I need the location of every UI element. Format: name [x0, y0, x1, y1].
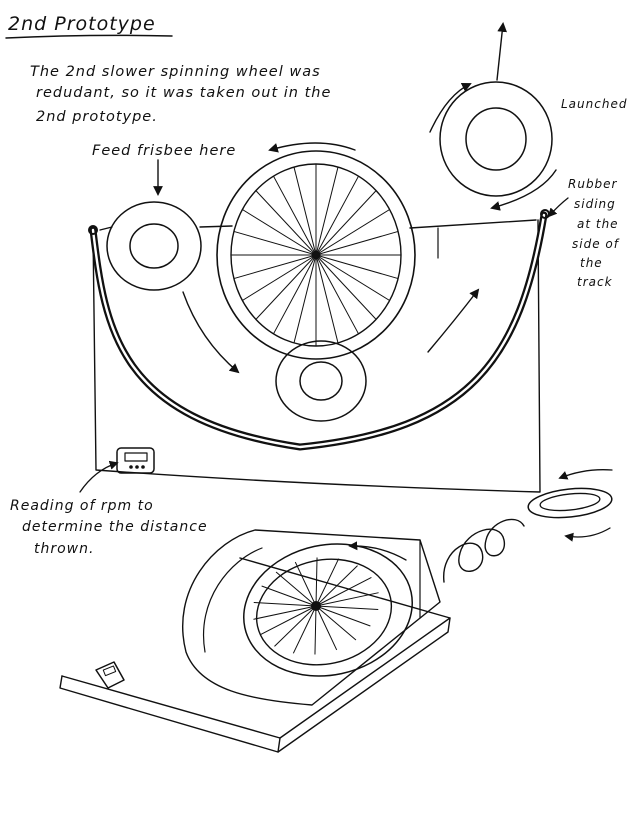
spinning-wheel — [216, 150, 416, 360]
spoke — [255, 254, 317, 320]
spoke — [260, 605, 317, 636]
rubber-track — [88, 209, 550, 451]
rubber-label-4: side of — [572, 237, 620, 251]
spoke — [275, 571, 317, 607]
spoke — [293, 254, 317, 344]
spoke — [315, 558, 340, 607]
reading-label-1: Reading of rpm to — [10, 498, 154, 514]
rubber-label-6: track — [577, 275, 613, 289]
note-line-3: 2nd prototype. — [36, 109, 158, 125]
spoke — [292, 605, 317, 654]
rpm-display — [116, 447, 155, 474]
reading-label-3: thrown. — [34, 541, 94, 557]
perspective-view — [59, 529, 451, 753]
flight-top-arrow — [558, 469, 613, 480]
perspective-spokes — [253, 557, 379, 655]
spoke — [242, 254, 317, 301]
down-left-arrow — [182, 291, 240, 374]
spoke — [315, 166, 339, 256]
perspective-rpm-display — [95, 661, 125, 689]
spoke — [253, 601, 317, 607]
flight-arrows — [348, 469, 613, 583]
spoke — [315, 557, 318, 607]
curved-wall — [181, 529, 441, 706]
title-underline — [5, 34, 173, 39]
rubber-label-2: siding — [574, 197, 616, 211]
spoke — [315, 254, 399, 280]
reading-label-2: determine the distance — [22, 519, 208, 535]
bottom-frisbee — [275, 340, 367, 422]
rubber-label-3: at the — [577, 217, 619, 231]
base-plate — [61, 557, 451, 739]
spoke — [233, 230, 317, 256]
spoke — [315, 175, 359, 256]
rubber-label-5: the — [580, 256, 603, 270]
page-title: 2nd Prototype — [8, 13, 156, 35]
spoke — [255, 190, 317, 256]
spoke — [273, 175, 317, 256]
rubber-label-1: Rubber — [568, 177, 618, 191]
spoke — [274, 605, 317, 647]
spoke — [315, 605, 357, 641]
motion-arrows — [79, 22, 569, 493]
launch-up-arrow — [496, 22, 508, 81]
note-line-2: redudant, so it was taken out in the — [36, 85, 331, 101]
perspective-wheel — [243, 543, 413, 677]
spoke — [315, 592, 379, 607]
spoke — [253, 605, 317, 620]
spoke — [315, 605, 338, 651]
spoke — [233, 254, 317, 280]
spoke — [315, 254, 377, 320]
up-right-arrow — [427, 288, 480, 353]
flight-trail — [443, 518, 525, 583]
spoke — [314, 605, 317, 655]
spoke — [315, 254, 390, 301]
launch-return-arrow — [490, 169, 557, 211]
flight-bottom-arrow — [564, 527, 611, 542]
launch-arc-arrow — [429, 82, 472, 133]
spoke — [294, 561, 317, 607]
launched-frisbee — [439, 81, 553, 197]
spoke — [315, 565, 358, 607]
spoke — [315, 209, 390, 256]
spoke — [293, 166, 317, 256]
launched-label: Launched — [561, 97, 627, 111]
spoke — [315, 190, 377, 256]
flying-frisbee — [527, 487, 613, 519]
reading-pointer — [79, 460, 119, 493]
feed-label: Feed frisbee here — [92, 143, 236, 159]
perspective-hub — [311, 601, 321, 611]
spoke — [315, 605, 371, 627]
spoke — [315, 230, 399, 256]
spin-top-arrow — [268, 142, 356, 153]
spoke — [273, 254, 317, 335]
spoke — [315, 254, 339, 344]
spoke — [315, 605, 379, 611]
wheel-spokes — [231, 164, 401, 346]
feed-frisbee — [106, 201, 202, 291]
spoke — [315, 254, 359, 335]
spoke — [315, 576, 372, 607]
wheel-hub — [311, 250, 321, 260]
spin-perspective-arrow — [348, 541, 407, 561]
spoke — [261, 585, 317, 607]
note-line-1: The 2nd slower spinning wheel was — [30, 64, 321, 80]
spoke — [242, 209, 317, 256]
rubber-pointer — [547, 197, 569, 218]
